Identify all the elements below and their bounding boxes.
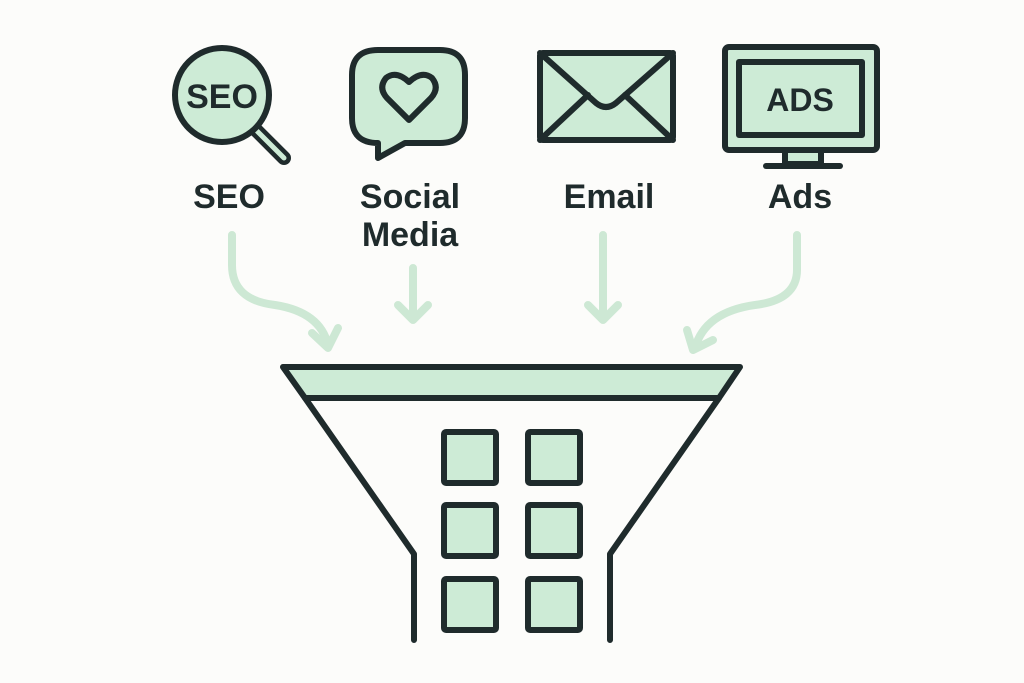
arrow-ads bbox=[683, 231, 801, 354]
funnel-item bbox=[525, 576, 583, 633]
chat-heart-icon bbox=[349, 47, 468, 161]
funnel-item bbox=[441, 502, 499, 559]
monitor-icon: ADS bbox=[722, 44, 880, 169]
ads-icon-text: ADS bbox=[766, 82, 834, 118]
envelope-icon bbox=[537, 50, 676, 143]
arrow-email bbox=[584, 231, 622, 324]
funnel-item bbox=[441, 429, 499, 486]
magnifier-icon: SEO bbox=[172, 45, 291, 165]
funnel bbox=[280, 364, 743, 643]
label-seo: SEO bbox=[193, 178, 265, 216]
funnel-item bbox=[525, 502, 583, 559]
funnel-item bbox=[441, 576, 499, 633]
label-social-line2: Media bbox=[362, 216, 459, 254]
seo-icon-text: SEO bbox=[186, 78, 258, 116]
funnel-item bbox=[525, 429, 583, 486]
label-ads: Ads bbox=[768, 178, 832, 216]
label-social-line1: Social bbox=[360, 178, 460, 216]
funnel-items bbox=[441, 429, 583, 633]
arrow-seo bbox=[228, 231, 342, 352]
label-email: Email bbox=[564, 178, 655, 216]
arrow-social bbox=[394, 264, 432, 324]
